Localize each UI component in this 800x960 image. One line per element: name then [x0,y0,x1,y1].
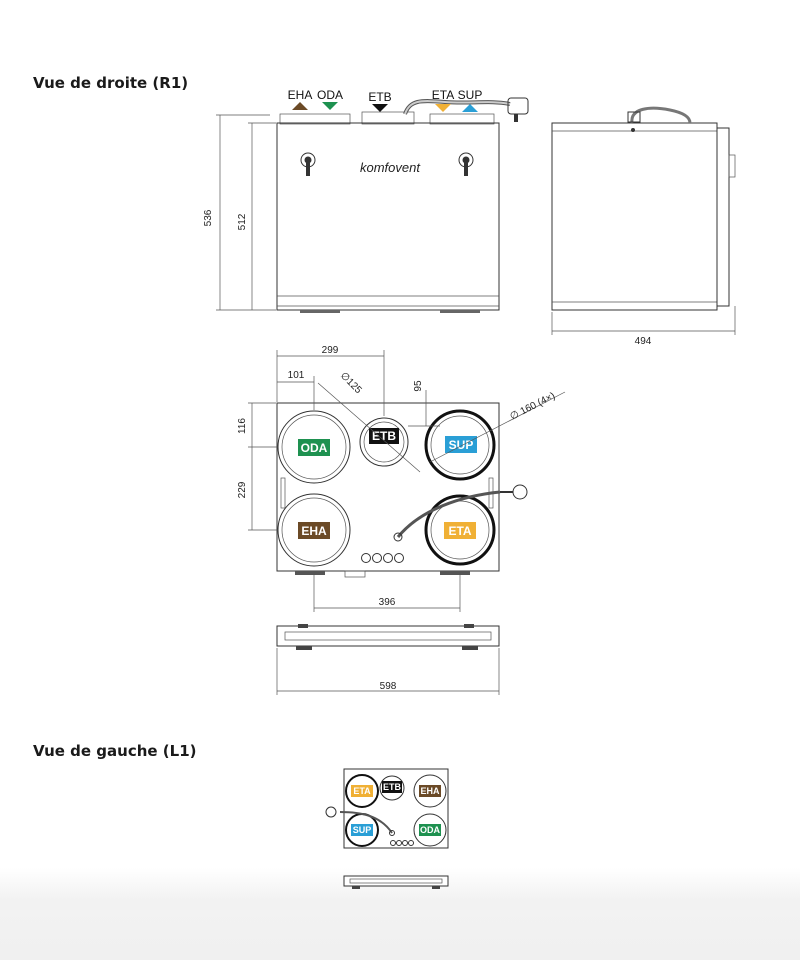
port-oda [298,439,330,456]
dim-116: 116 [237,418,248,434]
left-port-etb [382,781,402,793]
left-port-eta-label: ETA [353,786,371,796]
top-spigot-left [279,113,351,125]
port-etb-label: ETB [372,429,396,443]
left-connectors-icon [390,840,414,846]
port-eta-label: ETA [448,524,471,538]
port-sup-label: SUP [449,438,474,452]
top-label-sup: SUP [458,88,483,102]
brand-logo: komfovent [360,160,421,175]
left-port-sup [351,824,373,836]
arrow-oda-icon [322,102,338,110]
port-etb [369,428,399,444]
dim-229: 229 [237,481,248,498]
dim-299: 299 [322,345,339,356]
dim-598: 598 [380,681,397,692]
port-sup [445,436,477,453]
dim-536: 536 [203,209,214,226]
left-top-panel [343,768,449,849]
dim-512: 512 [237,213,248,230]
left-port-sup-label: SUP [353,825,372,835]
top-spigot-right [429,113,495,125]
arrow-eta-icon [435,104,451,112]
top-label-eta: ETA [432,88,454,102]
left-port-oda [419,824,441,836]
connectors-icon [361,553,404,563]
top-panel [276,402,500,572]
left-port-eha [419,785,441,797]
cable-top-view [396,490,501,538]
side-cable [630,106,692,124]
left-port-eta [351,785,373,797]
side-view: 494 [551,106,736,347]
left-port-eha-label: EHA [420,786,440,796]
base-panel [276,625,500,647]
dim-101: 101 [288,370,305,381]
left-port-oda-label: ODA [420,825,441,835]
base-view: 598 [276,624,500,695]
left-cable [339,811,393,834]
section-title-left-view: Vue de gauche (L1) [33,742,197,760]
dim-95: 95 [413,380,424,392]
top-label-etb: ETB [368,90,391,104]
arrow-sup-icon [462,104,478,112]
front-view: komfovent EHA ODA ETB ETA SUP 536 512 [203,88,529,313]
arrow-etb-icon [372,104,388,112]
top-spigot-center [361,111,415,125]
section-title-right-view: Vue de droite (R1) [33,74,189,92]
left-view: ETA ETB EHA SUP ODA [325,768,449,887]
port-eha-label: EHA [301,524,327,538]
front-panel [276,122,500,311]
top-label-eha: EHA [288,88,313,102]
dim-396: 396 [379,597,396,608]
dim-494: 494 [635,336,652,347]
left-plug-icon [325,806,337,818]
port-oda-label: ODA [301,441,328,455]
port-eha [298,522,330,539]
left-port-etb-label: ETB [383,782,402,792]
top-label-oda: ODA [317,88,343,102]
handle-left-icon [300,152,316,176]
arrow-eha-icon [292,102,308,110]
port-eta [444,522,476,539]
handle-right-icon [458,152,474,176]
